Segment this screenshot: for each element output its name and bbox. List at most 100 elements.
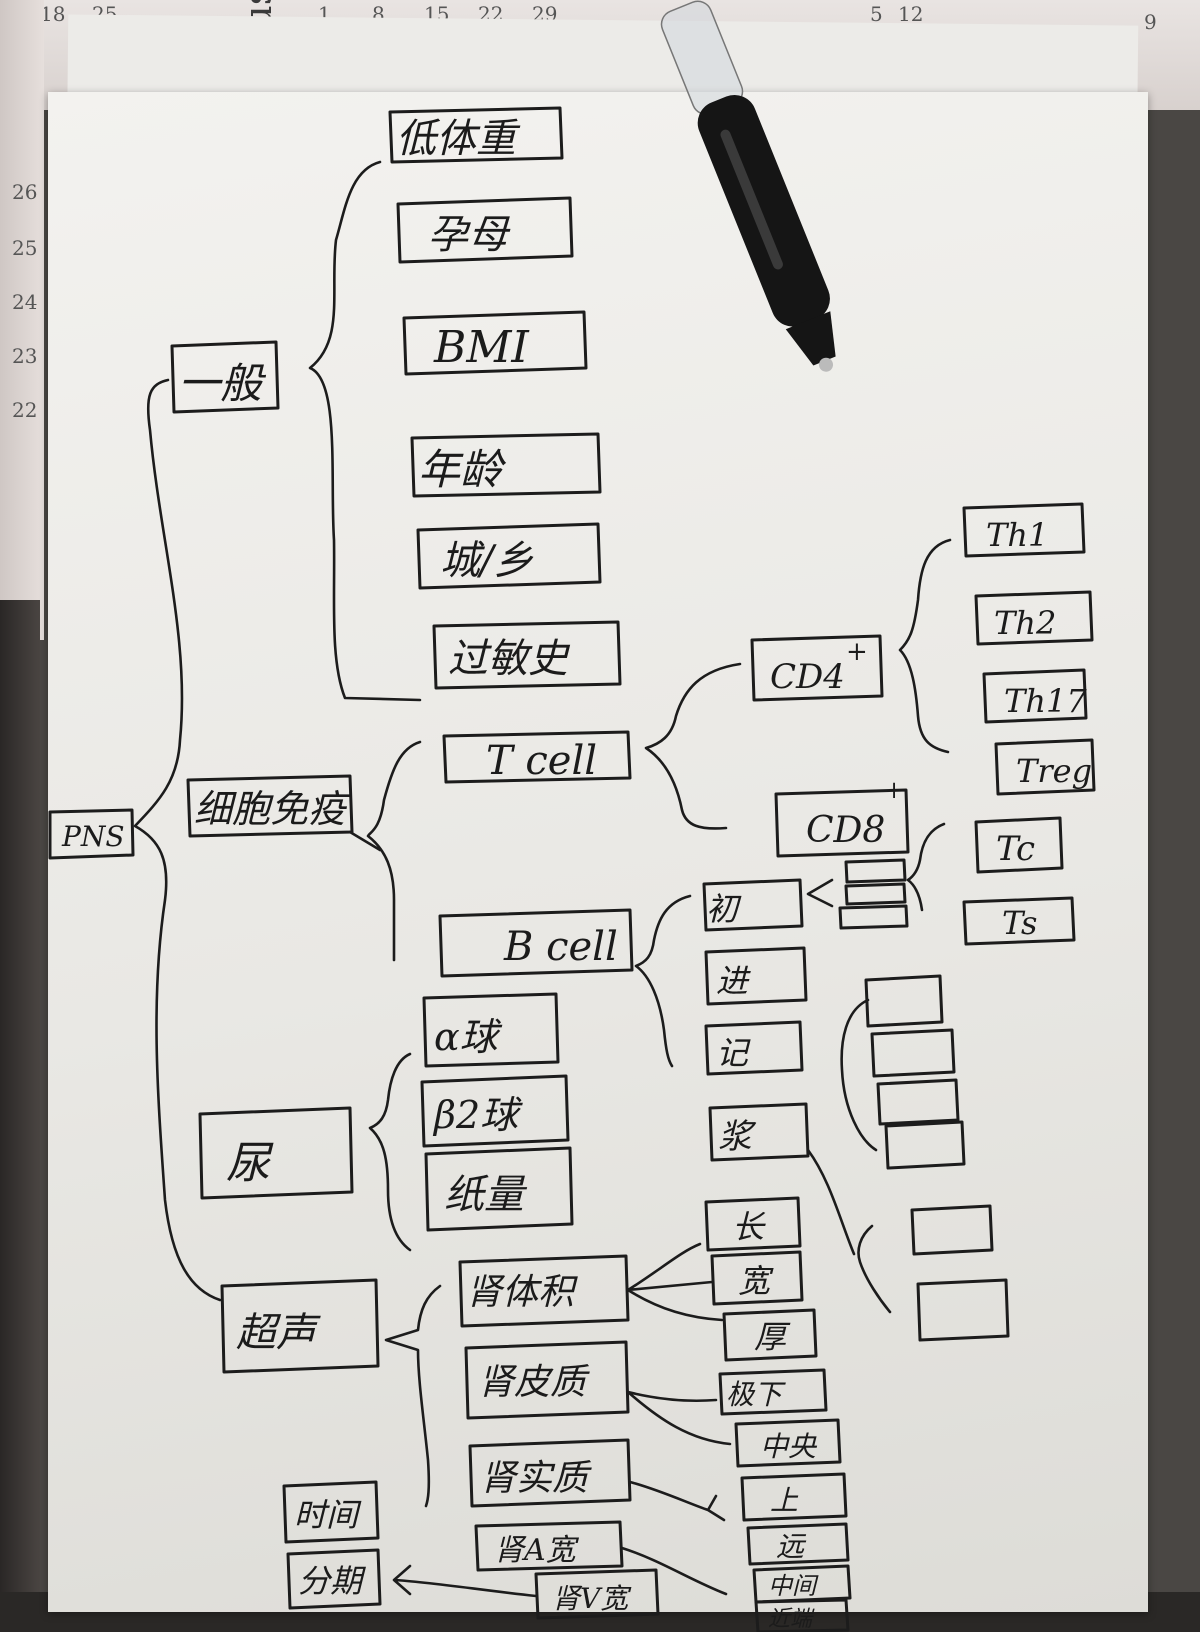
blank-box bbox=[844, 858, 907, 884]
region-label: 上 bbox=[770, 1484, 799, 1517]
ultrasound-child-label: 肾V宽 bbox=[552, 1582, 632, 1615]
size-thickness: 厚 bbox=[722, 1308, 818, 1362]
size-length: 长 bbox=[704, 1196, 802, 1252]
node-ultrasound: 超声 bbox=[220, 1278, 380, 1374]
general-brace bbox=[308, 160, 422, 702]
general-child-low-weight: 低体重 bbox=[388, 106, 564, 164]
urine-child-amount: 纸量 bbox=[424, 1146, 574, 1232]
region-label: 远 bbox=[776, 1530, 807, 1563]
cd4-subset-label: Th17 bbox=[1004, 682, 1087, 720]
plasma-link bbox=[806, 1148, 892, 1314]
cd4-subset-th2: Th2 bbox=[974, 590, 1094, 646]
size-label: 长 bbox=[732, 1208, 766, 1246]
node-general: 一般 bbox=[170, 340, 280, 414]
general-child-urban-rural: 城/乡 bbox=[416, 522, 602, 590]
node-cd8-sup: + bbox=[884, 776, 904, 804]
node-ultrasound-label: 超声 bbox=[236, 1310, 321, 1356]
node-root-label: PNS bbox=[61, 820, 125, 853]
bcell-stage-naive: 初 bbox=[702, 878, 804, 932]
general-child-label: 低体重 bbox=[396, 116, 521, 162]
calendar-side-number: 24 bbox=[12, 290, 38, 314]
node-cd4: CD4 + bbox=[750, 634, 884, 702]
stack-brace bbox=[840, 998, 878, 1152]
calendar-side-number: 25 bbox=[12, 236, 38, 260]
size-label: 宽 bbox=[738, 1262, 774, 1300]
cd4-subset-th17: Th17 bbox=[982, 668, 1088, 724]
region-proximal: 近端 bbox=[754, 1598, 850, 1632]
cd8-subset-label: Ts bbox=[1002, 904, 1037, 942]
ultrasound-brace bbox=[384, 1284, 442, 1508]
volume-links bbox=[626, 1242, 724, 1322]
size-width: 宽 bbox=[710, 1250, 804, 1306]
node-tcell: T cell bbox=[442, 730, 632, 784]
bcell-brace bbox=[634, 894, 692, 1068]
blank-box bbox=[844, 882, 907, 906]
bcell-stage-label: 初 bbox=[706, 890, 742, 928]
arrow-mark bbox=[806, 878, 834, 908]
region-label: 中间 bbox=[768, 1572, 819, 1600]
artery-links bbox=[620, 1546, 728, 1596]
node-cells-label: 细胞免疫 bbox=[194, 787, 352, 831]
bcell-stage-transitional: 进 bbox=[704, 946, 808, 1006]
paper-sheet bbox=[48, 92, 1148, 1612]
calendar-number: 18 bbox=[40, 2, 66, 26]
node-cd8: CD8 + bbox=[774, 776, 910, 858]
cells-underline bbox=[348, 830, 382, 852]
cells-brace bbox=[366, 740, 422, 962]
urine-child-alpha: α球 bbox=[422, 992, 560, 1068]
blank-box bbox=[876, 1078, 960, 1126]
cd4-subset-label: Th1 bbox=[986, 516, 1048, 554]
cd8-subset-tc: Tc bbox=[974, 816, 1064, 874]
cd4-subset-treg: Treg bbox=[994, 738, 1096, 796]
ultrasound-child-label: 肾体积 bbox=[466, 1272, 578, 1313]
calendar-number: 12 bbox=[898, 2, 924, 26]
root-brace bbox=[133, 378, 222, 1302]
parenchyma-links bbox=[628, 1480, 726, 1522]
general-child-label: 年龄 bbox=[418, 445, 507, 494]
calendar-number: 5 bbox=[870, 2, 883, 26]
side-label: 分期 bbox=[298, 1562, 366, 1600]
bcell-stage-label: 进 bbox=[716, 962, 751, 1000]
region-lower-pole: 极下 bbox=[718, 1368, 828, 1416]
calendar-number: 9 bbox=[1144, 10, 1157, 34]
region-label: 中央 bbox=[760, 1430, 818, 1463]
node-cells: 细胞免疫 bbox=[186, 774, 354, 838]
general-child-label: BMI bbox=[433, 322, 530, 373]
bcell-stage-memory: 记 bbox=[704, 1020, 804, 1076]
ultrasound-child-label: 肾实质 bbox=[480, 1458, 592, 1499]
cortex-links bbox=[626, 1390, 732, 1446]
cd4-subset-label: Th2 bbox=[994, 604, 1056, 642]
region-central: 中央 bbox=[734, 1418, 842, 1468]
node-urine-label: 尿 bbox=[226, 1138, 274, 1189]
blank-box bbox=[884, 1120, 966, 1170]
cd4-brace bbox=[898, 538, 952, 754]
node-bcell-label: B cell bbox=[503, 924, 618, 970]
ultrasound-child-volume: 肾体积 bbox=[458, 1254, 630, 1328]
ultrasound-child-vein: 肾V宽 bbox=[534, 1568, 660, 1620]
side-time: 时间 bbox=[282, 1480, 380, 1544]
stage-arrow bbox=[392, 1564, 538, 1598]
region-upper: 上 bbox=[740, 1472, 848, 1522]
node-bcell: B cell bbox=[438, 908, 634, 978]
region-label: 极下 bbox=[726, 1378, 786, 1411]
general-child-label: 城/乡 bbox=[440, 538, 533, 584]
ultrasound-child-artery: 肾A宽 bbox=[474, 1520, 624, 1572]
pen bbox=[660, 0, 836, 372]
blank-box bbox=[916, 1278, 1010, 1342]
node-general-label: 一般 bbox=[178, 359, 267, 408]
cd8-subset-label: Tc bbox=[996, 829, 1035, 869]
ultrasound-child-parenchyma: 肾实质 bbox=[468, 1438, 632, 1508]
calendar-side-number: 26 bbox=[12, 180, 38, 204]
ultrasound-child-label: 肾A宽 bbox=[494, 1533, 580, 1568]
urine-child-beta2: β2球 bbox=[420, 1074, 570, 1148]
side-label: 时间 bbox=[294, 1496, 362, 1534]
cd8-subset-ts: Ts bbox=[962, 896, 1076, 946]
blank-box bbox=[838, 904, 909, 930]
region-label: 近端 bbox=[768, 1607, 815, 1632]
laptop-edge bbox=[0, 600, 40, 1632]
ultrasound-child-label: 肾皮质 bbox=[478, 1362, 590, 1403]
general-child-pregnancy: 孕母 bbox=[396, 196, 574, 264]
cd8-brace bbox=[906, 822, 946, 912]
size-label: 厚 bbox=[754, 1318, 791, 1356]
